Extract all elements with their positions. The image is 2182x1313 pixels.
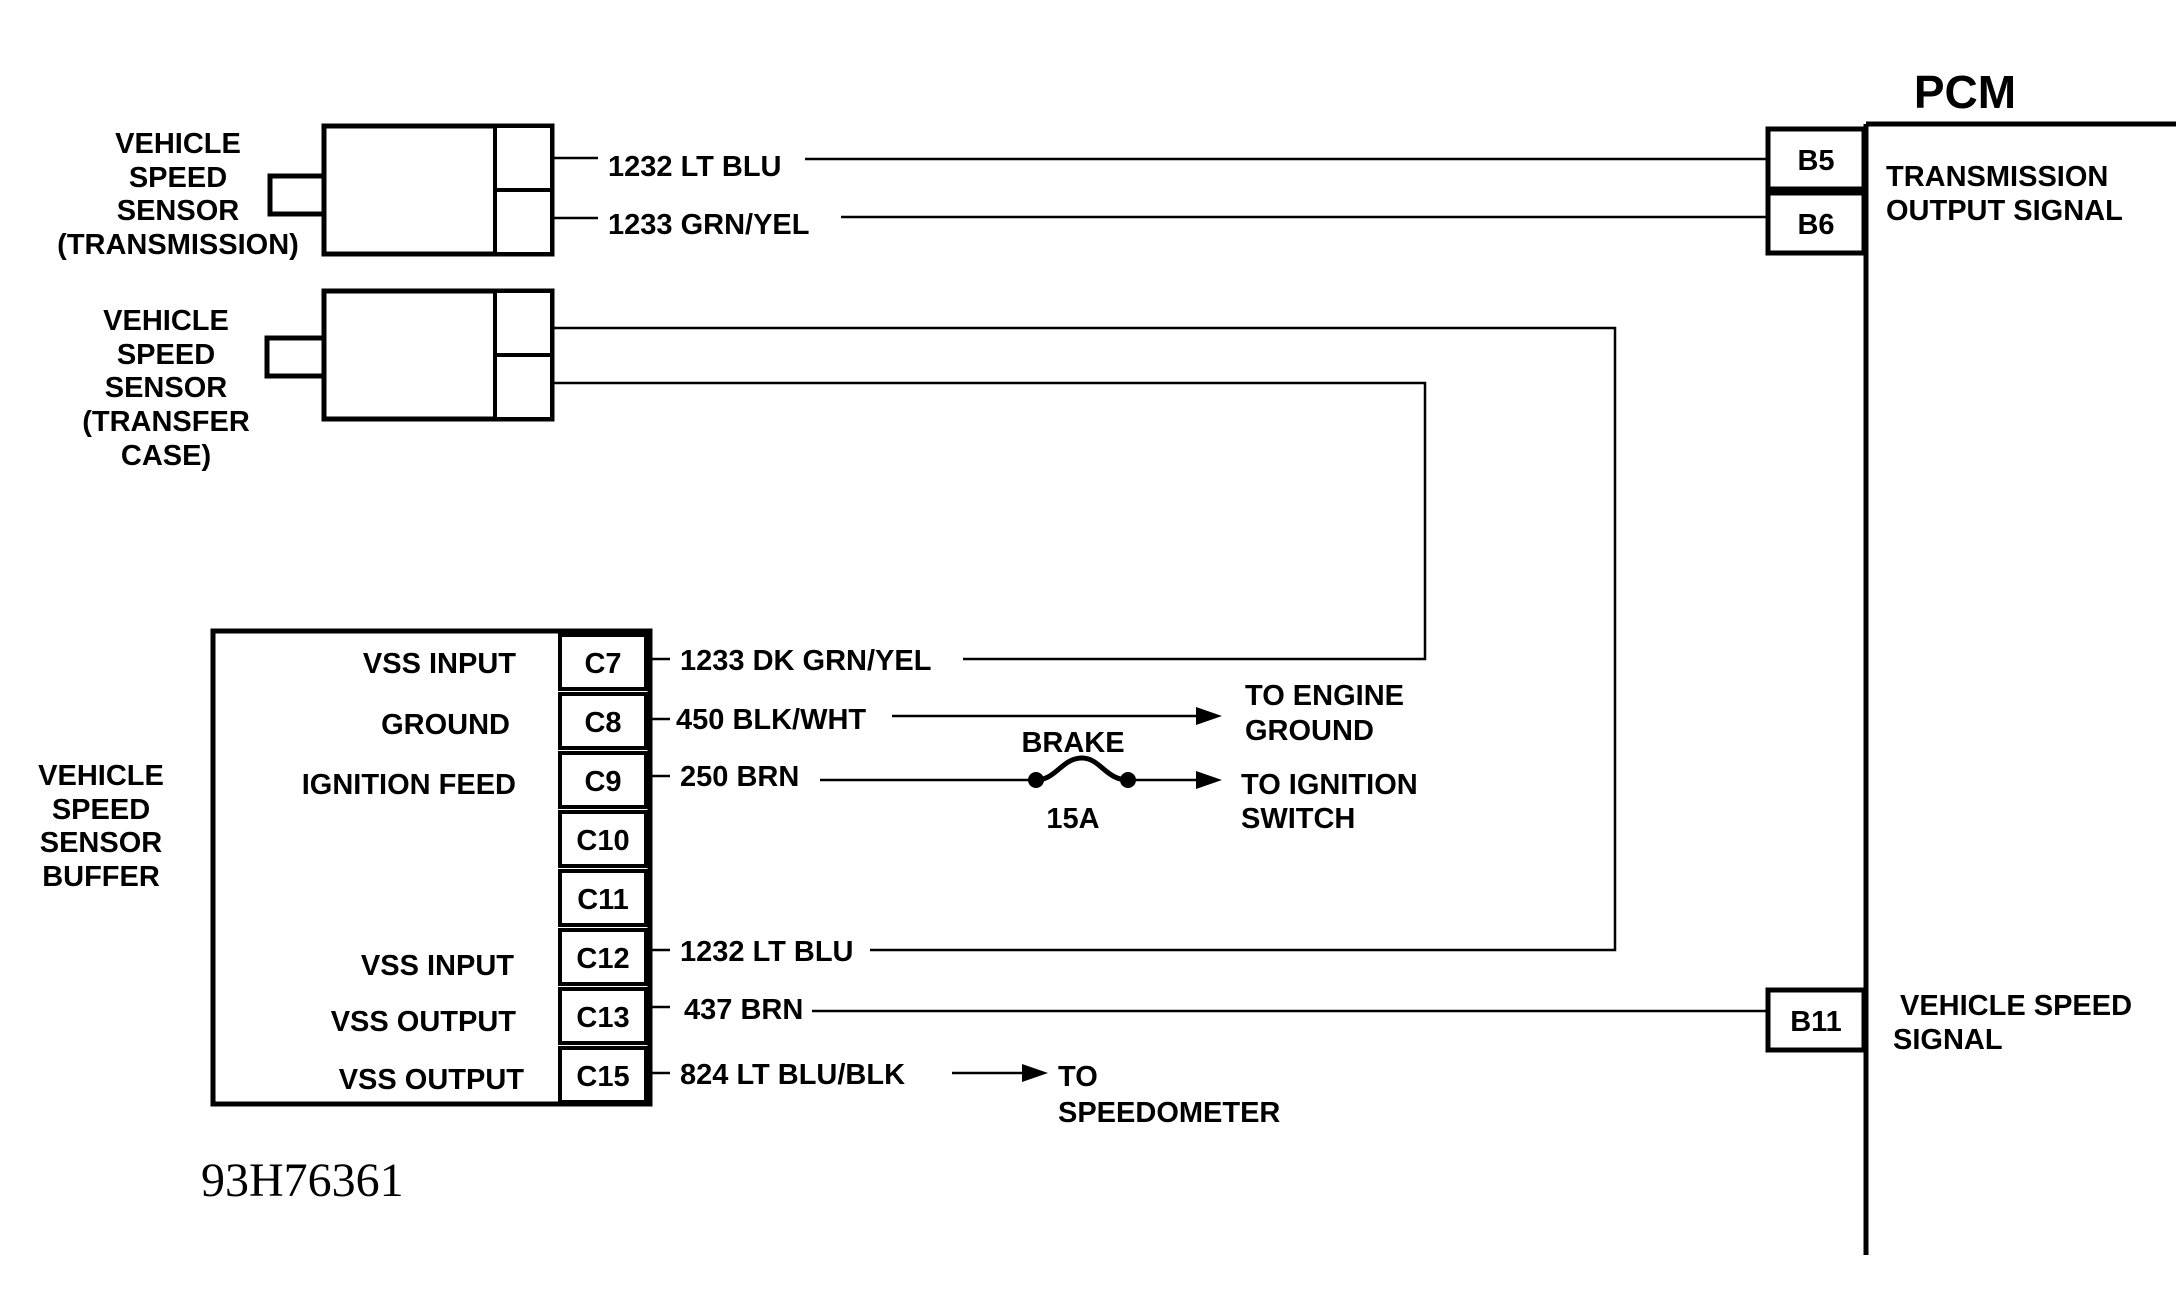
transmission-output-signal-label-2: OUTPUT SIGNAL xyxy=(1886,195,2123,227)
svg-text:VEHICLE: VEHICLE xyxy=(115,128,241,160)
svg-text:VEHICLE: VEHICLE xyxy=(38,760,164,792)
vss-transmission-label: VEHICLE SPEED SENSOR (TRANSMISSION) xyxy=(57,128,299,261)
svg-text:450 BLK/WHT: 450 BLK/WHT xyxy=(676,704,866,736)
wire-transfer-case-1233-dk-grn-yel xyxy=(552,381,1427,661)
svg-text:VSS OUTPUT: VSS OUTPUT xyxy=(331,1006,517,1038)
vss-transmission-sensor xyxy=(267,123,555,257)
brake-fuse-name: BRAKE xyxy=(1021,727,1124,759)
svg-text:1233 DK GRN/YEL: 1233 DK GRN/YEL xyxy=(680,645,931,677)
figure-code: 93H76361 xyxy=(201,1154,404,1207)
vehicle-speed-signal-label: VEHICLE SPEED xyxy=(1900,990,2132,1022)
vehicle-speed-signal-label-2: SIGNAL xyxy=(1893,1024,2003,1056)
svg-text:C11: C11 xyxy=(577,884,629,916)
buffer-pin-labels: C7 C8 C9 C10 C11 C12 C13 C15 xyxy=(576,648,629,1093)
buffer-wire-stubs xyxy=(650,657,670,1075)
svg-text:B5: B5 xyxy=(1797,145,1834,177)
svg-text:C10: C10 xyxy=(576,825,629,857)
brake-fuse-15a xyxy=(1028,755,1136,788)
pcm-pin-b5: B5 xyxy=(1765,126,1867,192)
svg-text:C12: C12 xyxy=(576,943,629,975)
svg-text:C7: C7 xyxy=(584,648,621,680)
svg-text:C9: C9 xyxy=(584,766,621,798)
svg-text:824 LT BLU/BLK: 824 LT BLU/BLK xyxy=(680,1059,905,1091)
svg-text:GROUND: GROUND xyxy=(381,709,510,741)
svg-text:SPEED: SPEED xyxy=(117,339,215,371)
svg-text:BUFFER: BUFFER xyxy=(42,861,160,893)
svg-text:SPEED: SPEED xyxy=(129,162,227,194)
pcm-pin-b11: B11 xyxy=(1765,987,1867,1053)
svg-text:IGNITION FEED: IGNITION FEED xyxy=(302,769,516,801)
buffer-wire-labels: 1233 DK GRN/YEL 450 BLK/WHT 250 BRN 1232… xyxy=(676,645,931,1091)
svg-text:437 BRN: 437 BRN xyxy=(684,994,803,1026)
vss-buffer-label: VEHICLE SPEED SENSOR BUFFER xyxy=(38,760,164,893)
svg-text:B6: B6 xyxy=(1797,209,1834,241)
pcm-pin-b6: B6 xyxy=(1765,190,1867,256)
pcm-title: PCM xyxy=(1914,66,2016,118)
svg-text:VEHICLE: VEHICLE xyxy=(103,305,229,337)
to-speedometer-label: TO xyxy=(1058,1061,1098,1093)
svg-text:VSS OUTPUT: VSS OUTPUT xyxy=(339,1064,525,1096)
transmission-output-signal-label: TRANSMISSION xyxy=(1886,161,2108,193)
ignition-switch-arrow xyxy=(1196,771,1222,789)
svg-text:CASE): CASE) xyxy=(121,440,211,472)
svg-text:(TRANSMISSION): (TRANSMISSION) xyxy=(57,229,299,261)
svg-text:VSS INPUT: VSS INPUT xyxy=(361,950,514,982)
to-engine-ground-label-2: GROUND xyxy=(1245,715,1374,747)
vss-transfer-case-sensor xyxy=(264,288,555,422)
to-speedometer-label-2: SPEEDOMETER xyxy=(1058,1097,1280,1129)
to-ignition-switch-label: TO IGNITION xyxy=(1241,769,1418,801)
buffer-function-labels: VSS INPUT GROUND IGNITION FEED VSS INPUT… xyxy=(302,648,525,1096)
speedometer-arrow xyxy=(1022,1064,1048,1082)
svg-text:SENSOR: SENSOR xyxy=(40,827,163,859)
svg-text:VSS INPUT: VSS INPUT xyxy=(363,648,516,680)
to-engine-ground-label: TO ENGINE xyxy=(1245,680,1404,712)
engine-ground-arrow xyxy=(1196,707,1222,725)
wire-transfer-case-1232-lt-blu xyxy=(552,326,1617,952)
svg-text:SENSOR: SENSOR xyxy=(105,372,228,404)
brake-fuse-rating: 15A xyxy=(1046,803,1099,835)
vss-transfer-case-label: VEHICLE SPEED SENSOR (TRANSFER CASE) xyxy=(82,305,250,472)
svg-text:C15: C15 xyxy=(576,1061,629,1093)
svg-text:SPEED: SPEED xyxy=(52,794,150,826)
svg-text:C13: C13 xyxy=(576,1002,629,1034)
svg-text:250 BRN: 250 BRN xyxy=(680,761,799,793)
svg-text:SENSOR: SENSOR xyxy=(117,195,240,227)
buffer-pins xyxy=(558,633,648,1104)
svg-text:(TRANSFER: (TRANSFER xyxy=(82,406,250,438)
svg-text:1232 LT BLU: 1232 LT BLU xyxy=(680,936,854,968)
wire-1233-grn-yel-label: 1233 GRN/YEL xyxy=(608,209,809,241)
to-ignition-switch-label-2: SWITCH xyxy=(1241,803,1355,835)
svg-text:B11: B11 xyxy=(1790,1006,1842,1038)
svg-text:C8: C8 xyxy=(584,707,621,739)
wire-1232-lt-blu-label: 1232 LT BLU xyxy=(608,151,782,183)
